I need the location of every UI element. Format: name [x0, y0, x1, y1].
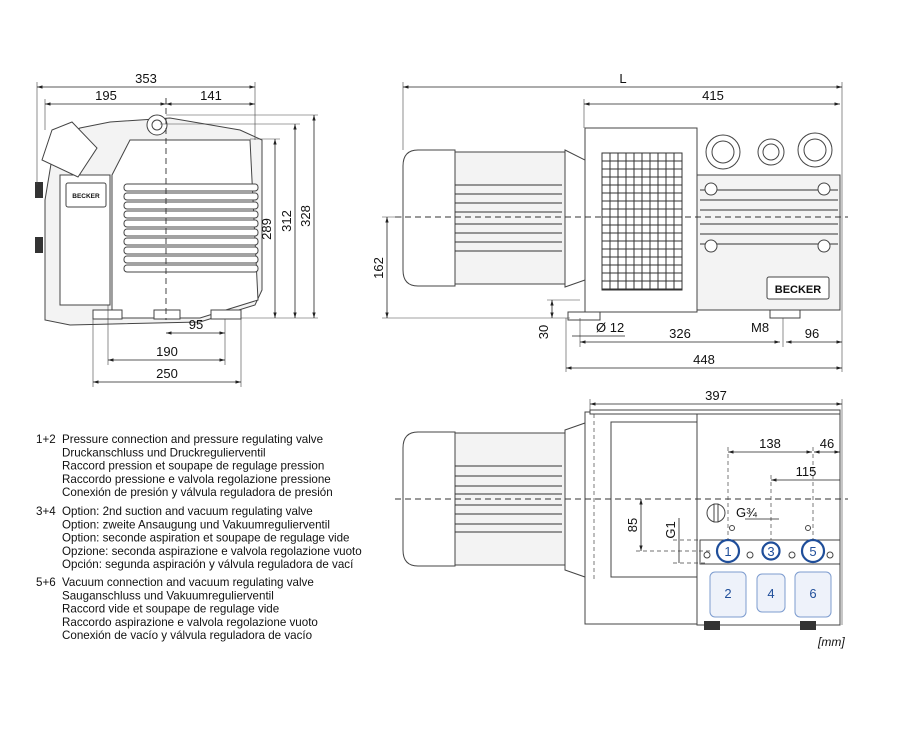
becker-logo: BECKER — [72, 193, 100, 200]
dim-289: 289 — [259, 218, 274, 240]
legend-line: Conexión de presión y válvula reguladora… — [62, 486, 333, 499]
dim-G1: G1 — [663, 521, 678, 538]
legend-key: 1+2 — [36, 433, 56, 446]
port-5: 5 — [800, 538, 826, 564]
dim-195: 195 — [95, 88, 117, 103]
top-view: 2 4 6 1 3 5 397 138 46 115 85 G1 G¾ — [395, 388, 848, 630]
legend-line: Druckanschluss und Druckregulierventil — [62, 446, 266, 459]
legend-line: Vacuum connection and vacuum regulating … — [62, 576, 314, 589]
dim-hole-diameter: Ø 12 — [596, 320, 624, 335]
legend-line: Raccordo aspirazione e valvola regolazio… — [62, 616, 318, 629]
svg-text:6: 6 — [809, 586, 816, 601]
legend-line: Pressure connection and pressure regulat… — [62, 433, 323, 446]
becker-logo-plate — [65, 182, 107, 208]
legend-line: Conexión de vacío y válvula reguladora d… — [62, 629, 312, 642]
port-4: 4 — [756, 573, 786, 613]
legend: 1+2 Pressure connection and pressure regu… — [36, 433, 362, 642]
dim-thread: M8 — [751, 320, 769, 335]
side-view: BECKER 353 195 141 289 312 328 95 190 — [35, 71, 318, 387]
dim-96: 96 — [805, 326, 819, 341]
motor-fins — [455, 184, 562, 252]
dim-G3-4: G¾ — [736, 505, 757, 520]
bolt-icon — [817, 182, 831, 196]
bolt-icon — [704, 239, 718, 253]
legend-key: 5+6 — [36, 576, 56, 589]
legend-line: Opzione: seconda aspirazione e valvola r… — [62, 545, 362, 558]
foot — [153, 309, 181, 320]
port-2: 2 — [709, 571, 747, 618]
dim-328: 328 — [298, 205, 313, 227]
legend-line: Raccordo pressione e valvola regolazione… — [62, 473, 331, 486]
dim-353: 353 — [135, 71, 157, 86]
dim-415: 415 — [702, 88, 724, 103]
grille-mesh — [601, 152, 683, 290]
becker-logo-plate — [766, 276, 830, 300]
unit-label: [mm] — [817, 635, 845, 649]
dim-326: 326 — [669, 326, 691, 341]
port-3: 3 — [761, 541, 781, 561]
legend-line: Opción: segunda aspiración y válvula reg… — [62, 558, 354, 571]
dim-85: 85 — [625, 518, 640, 532]
dim-312: 312 — [279, 210, 294, 232]
knob-icon — [35, 182, 43, 198]
svg-text:4: 4 — [767, 586, 774, 601]
foot — [210, 309, 242, 320]
knob-icon — [35, 237, 43, 253]
dim-95: 95 — [189, 317, 203, 332]
bolt-icon — [817, 239, 831, 253]
legend-key: 3+4 — [36, 505, 56, 518]
legend-line: Raccord pression et soupape de regulage … — [62, 460, 324, 473]
svg-text:1: 1 — [724, 544, 731, 559]
dim-162: 162 — [371, 257, 386, 279]
dim-250: 250 — [156, 366, 178, 381]
bolt-icon — [704, 182, 718, 196]
dim-141: 141 — [200, 88, 222, 103]
port-6: 6 — [794, 571, 832, 618]
svg-text:5: 5 — [809, 544, 816, 559]
port-1: 1 — [715, 538, 741, 564]
cable-gland — [41, 121, 98, 178]
dim-190: 190 — [156, 344, 178, 359]
svg-text:2: 2 — [724, 586, 731, 601]
cooling-fins — [123, 183, 259, 273]
foot — [92, 309, 123, 320]
dim-115: 115 — [796, 464, 817, 479]
legend-line: Option: 2nd suction and vacuum regulatin… — [62, 505, 313, 518]
becker-logo: BECKER — [775, 284, 822, 296]
motor-fan-cover — [402, 149, 456, 287]
svg-text:3: 3 — [767, 544, 774, 559]
dim-L: L — [619, 71, 626, 86]
front-view: BECKER L 415 162 30 Ø 12 M8 326 96 448 — [371, 71, 848, 372]
pump-fins — [700, 189, 838, 245]
legend-line: Sauganschluss und Vakuumregulierventil — [62, 589, 274, 602]
motor-body — [454, 151, 566, 285]
dim-30: 30 — [536, 325, 551, 339]
legend-line: Option: seconde aspiration et soupape de… — [62, 532, 349, 545]
dim-448: 448 — [693, 352, 715, 367]
dim-397: 397 — [705, 388, 727, 403]
legend-line: Option: zweite Ansaugung und Vakuumregul… — [62, 518, 330, 531]
legend-line: Raccord vide et soupape de regulage vide — [62, 603, 279, 616]
motor-flange — [564, 149, 586, 288]
dim-138: 138 — [759, 436, 781, 451]
dim-46: 46 — [820, 436, 834, 451]
motor-fins — [455, 465, 562, 533]
